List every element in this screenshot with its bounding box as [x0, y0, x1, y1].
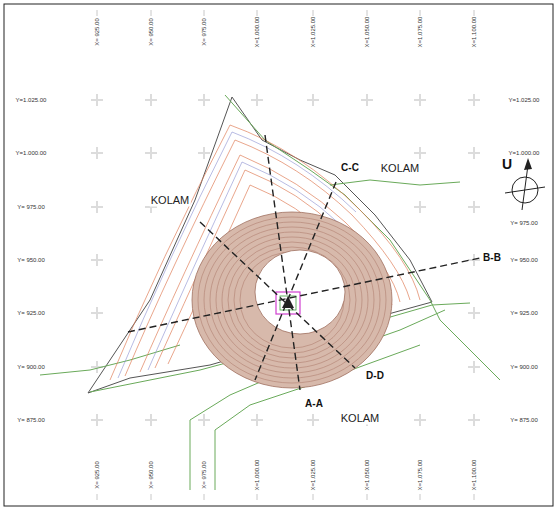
grid-coordinate: X=1.025.00 — [310, 460, 316, 491]
section-label: A-A — [304, 398, 324, 410]
grid-coordinate: Y=1.000.00 — [16, 150, 47, 156]
grid-coordinate: X=1.000.00 — [254, 460, 260, 491]
grid-coordinate: Y= 975.00 — [17, 204, 45, 210]
section-label: D-D — [365, 370, 385, 382]
grid-coordinate: Y= 900.00 — [17, 364, 45, 370]
grid-coordinate: Y=1.000.00 — [509, 150, 540, 156]
area-label: KOLAM — [340, 412, 381, 425]
grid-coordinate: Y=1.025.00 — [509, 97, 540, 103]
grid-coordinate: X= 925.00 — [94, 18, 100, 46]
area-label: KOLAM — [380, 162, 421, 175]
grid-coordinate: Y= 950.00 — [510, 257, 538, 263]
grid-coordinate: X=1.100.00 — [471, 17, 477, 48]
grid-coordinate: Y= 875.00 — [17, 417, 45, 423]
north-label: U — [501, 156, 513, 172]
grid-coordinate: X=1.075.00 — [417, 17, 423, 48]
grid-coordinate: X= 975.00 — [201, 461, 207, 489]
grid-coordinate: X=1.075.00 — [417, 460, 423, 491]
grid-coordinate: Y= 875.00 — [510, 417, 538, 423]
section-label: C-C — [340, 162, 360, 174]
grid-coordinate: X= 950.00 — [148, 461, 154, 489]
grid-coordinate: X= 950.00 — [148, 18, 154, 46]
grid-coordinate: X= 975.00 — [201, 18, 207, 46]
grid-coordinate: Y= 950.00 — [17, 257, 45, 263]
grid-coordinate: Y= 975.00 — [510, 220, 538, 226]
grid-coordinate: X=1.025.00 — [310, 17, 316, 48]
grid-coordinate: X=1.100.00 — [471, 460, 477, 491]
grid-coordinate: X= 925.00 — [94, 461, 100, 489]
section-label: B-B — [482, 252, 502, 264]
grid-coordinate: X=1.000.00 — [254, 17, 260, 48]
grid-coordinate: X=1.050.00 — [364, 17, 370, 48]
grid-coordinate: Y= 925.00 — [17, 310, 45, 316]
grid-coordinate: Y= 900.00 — [510, 364, 538, 370]
grid-coordinate: Y= 925.00 — [510, 310, 538, 316]
grid-coordinate: Y=1.025.00 — [16, 97, 47, 103]
area-label: KOLAM — [150, 194, 191, 207]
grid-coordinate: X=1.050.00 — [364, 460, 370, 491]
